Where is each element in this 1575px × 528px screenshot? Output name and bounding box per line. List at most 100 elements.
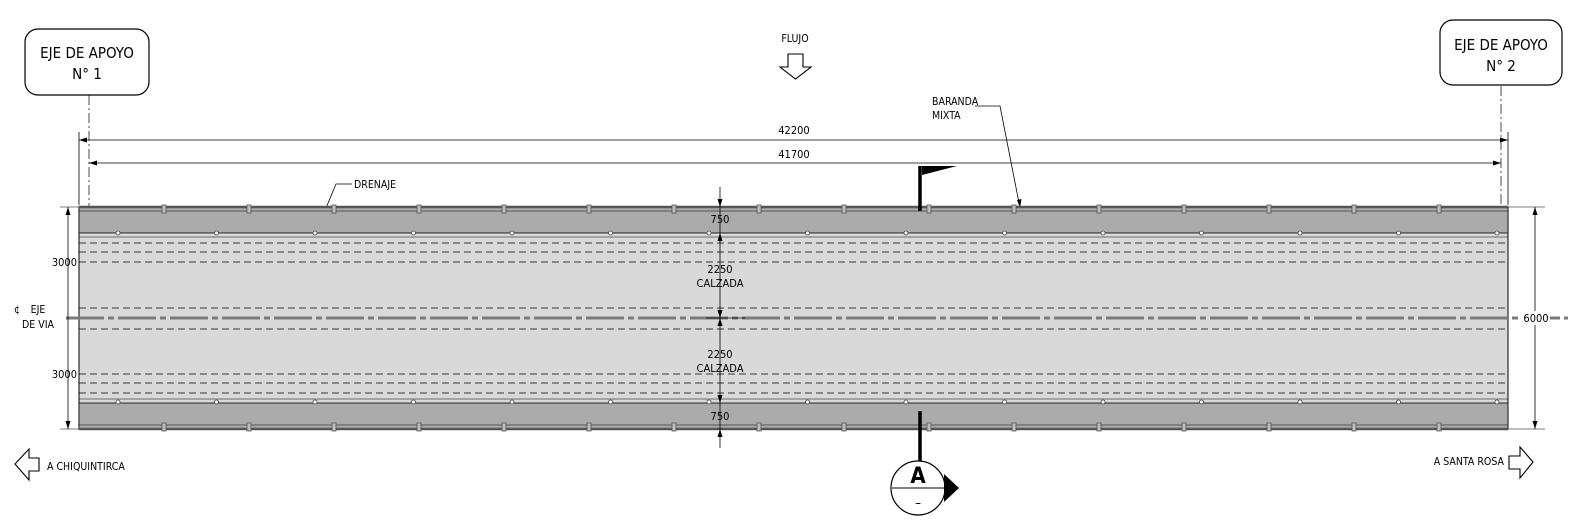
railing-post bbox=[1181, 204, 1187, 214]
railing-post bbox=[926, 204, 932, 214]
direction-left-label: A CHIQUINTIRCA bbox=[47, 461, 125, 473]
railing-post bbox=[1011, 204, 1017, 214]
drain-hole bbox=[608, 230, 613, 236]
dimension-cross-section: 750 2250 CALZADA 2250 CALZADA 750 bbox=[697, 187, 745, 448]
lane-bottom-name: CALZADA bbox=[697, 362, 744, 375]
drain-hole bbox=[214, 399, 219, 405]
drain-hole bbox=[214, 230, 219, 236]
drain-hole bbox=[1494, 230, 1500, 236]
railing-post bbox=[1266, 422, 1272, 432]
drain-hole bbox=[706, 399, 712, 405]
railing-post bbox=[1011, 422, 1017, 432]
total-length-value: 42200 bbox=[778, 124, 809, 137]
axis-symbol: ¢ bbox=[14, 304, 20, 316]
bridge-deck bbox=[66, 204, 1568, 432]
railing-post bbox=[1351, 204, 1357, 214]
total-width-value: 6000 bbox=[1523, 312, 1548, 325]
dimension-total-length: 42200 bbox=[78, 124, 1509, 205]
half-width-top: 3000 bbox=[52, 256, 77, 269]
drain-hole bbox=[1494, 399, 1500, 405]
railing-post bbox=[501, 204, 507, 214]
railing-post bbox=[331, 422, 337, 432]
section-letter: A bbox=[910, 464, 926, 489]
drain-hole bbox=[1100, 399, 1106, 405]
drain-hole bbox=[805, 399, 810, 405]
arrow-right-icon bbox=[1508, 445, 1534, 480]
railing-post bbox=[756, 204, 762, 214]
support-label-right: EJE DE APOYO N° 2 bbox=[1439, 19, 1563, 86]
half-width-bottom: 3000 bbox=[52, 368, 77, 381]
railing-post bbox=[331, 204, 337, 214]
dimension-span-length: 41700 bbox=[89, 148, 1501, 166]
drain-hole bbox=[1297, 399, 1303, 405]
railing-post bbox=[671, 204, 677, 214]
arrow-left-icon bbox=[14, 447, 40, 482]
drain-hole bbox=[411, 399, 416, 405]
railing-callout: BARANDA MIXTA bbox=[932, 96, 1022, 209]
axis-label-line2: DE VIA bbox=[22, 319, 54, 331]
support-left-line2: N° 1 bbox=[72, 65, 102, 83]
railing-post bbox=[416, 422, 422, 432]
sidewalk-top-width: 750 bbox=[711, 213, 730, 226]
support-right-line2: N° 2 bbox=[1486, 57, 1516, 75]
drain-hole bbox=[805, 230, 810, 236]
railing-post bbox=[246, 422, 252, 432]
section-sub: – bbox=[915, 496, 921, 511]
drain-hole bbox=[1002, 399, 1007, 405]
dimension-left-widths: 3000 3000 ¢ EJE DE VIA bbox=[14, 206, 79, 430]
railing-post bbox=[1096, 204, 1102, 214]
drain-hole bbox=[903, 230, 909, 236]
lane-top-width: 2250 bbox=[707, 263, 732, 276]
railing-post bbox=[756, 422, 762, 432]
direction-right-label: A SANTA ROSA bbox=[1434, 456, 1505, 468]
flow-label: FLUJO bbox=[781, 33, 808, 45]
drain-hole bbox=[312, 399, 318, 405]
railing-post bbox=[1351, 422, 1357, 432]
lane-bottom-width: 2250 bbox=[707, 348, 732, 361]
axis-label-line1: EJE bbox=[31, 304, 46, 316]
railing-post bbox=[1181, 422, 1187, 432]
railing-post bbox=[161, 204, 167, 214]
drain-hole bbox=[115, 230, 121, 236]
section-cut-a: A – bbox=[890, 166, 959, 516]
railing-label-line1: BARANDA bbox=[932, 96, 979, 108]
drain-hole bbox=[1396, 399, 1401, 405]
drain-hole bbox=[706, 230, 712, 236]
railing-post bbox=[841, 422, 847, 432]
drainage-label: DRENAJE bbox=[354, 179, 396, 191]
drain-hole bbox=[1199, 230, 1204, 236]
drain-hole bbox=[509, 399, 515, 405]
support-left-line1: EJE DE APOYO bbox=[40, 44, 134, 62]
drain-hole bbox=[1199, 399, 1204, 405]
railing-post bbox=[1436, 204, 1442, 214]
drain-hole bbox=[903, 399, 909, 405]
railing-post bbox=[1096, 422, 1102, 432]
railing-post bbox=[1266, 204, 1272, 214]
dimension-right-width: 6000 bbox=[1508, 206, 1550, 430]
drain-hole bbox=[1100, 230, 1106, 236]
support-right-line1: EJE DE APOYO bbox=[1454, 36, 1548, 54]
drain-hole bbox=[115, 399, 121, 405]
railing-post bbox=[161, 422, 167, 432]
railing-post bbox=[416, 204, 422, 214]
drain-hole bbox=[411, 230, 416, 236]
sidewalk-bottom-width: 750 bbox=[711, 410, 730, 423]
section-arrow-icon bbox=[944, 474, 959, 502]
drain-hole bbox=[509, 230, 515, 236]
flow-arrow-icon bbox=[778, 53, 813, 80]
railing-post bbox=[671, 422, 677, 432]
support-label-left: EJE DE APOYO N° 1 bbox=[24, 28, 150, 96]
section-flag-icon bbox=[922, 166, 957, 175]
drain-hole bbox=[1002, 230, 1007, 236]
railing-post bbox=[1436, 422, 1442, 432]
railing-post bbox=[586, 422, 592, 432]
direction-right: A SANTA ROSA bbox=[1434, 445, 1534, 480]
drain-hole bbox=[1297, 230, 1303, 236]
railing-post bbox=[501, 422, 507, 432]
railing-post bbox=[841, 204, 847, 214]
railing-post bbox=[586, 204, 592, 214]
direction-left: A CHIQUINTIRCA bbox=[14, 447, 125, 482]
drain-hole bbox=[608, 399, 613, 405]
drain-hole bbox=[1396, 230, 1401, 236]
